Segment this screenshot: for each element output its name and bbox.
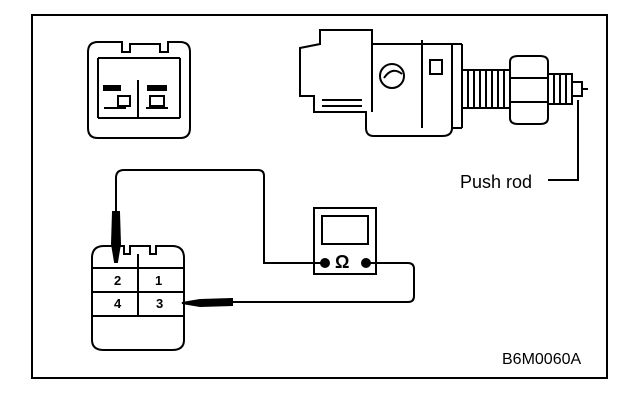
terminal-4-label: 4 bbox=[114, 296, 122, 311]
terminal-3-label: 3 bbox=[156, 296, 163, 311]
push-rod-label: Push rod bbox=[460, 172, 532, 192]
connector-terminals: 2 1 4 3 bbox=[114, 273, 163, 311]
test-connector bbox=[91, 245, 185, 351]
ohmmeter bbox=[313, 207, 377, 275]
terminal-2-label: 2 bbox=[114, 273, 121, 288]
test-lead-terminal-2 bbox=[110, 169, 325, 264]
terminal-1-label: 1 bbox=[155, 273, 162, 288]
push-rod-leader-line bbox=[548, 100, 579, 181]
diagram-frame bbox=[31, 14, 608, 379]
figure-code: B6M0060A bbox=[502, 351, 581, 368]
push-rod bbox=[571, 81, 588, 97]
test-lead-terminal-3 bbox=[181, 262, 415, 308]
switch-body-side-view bbox=[299, 29, 573, 137]
connector-face-view bbox=[87, 41, 191, 139]
ohm-symbol: Ω bbox=[335, 252, 349, 272]
